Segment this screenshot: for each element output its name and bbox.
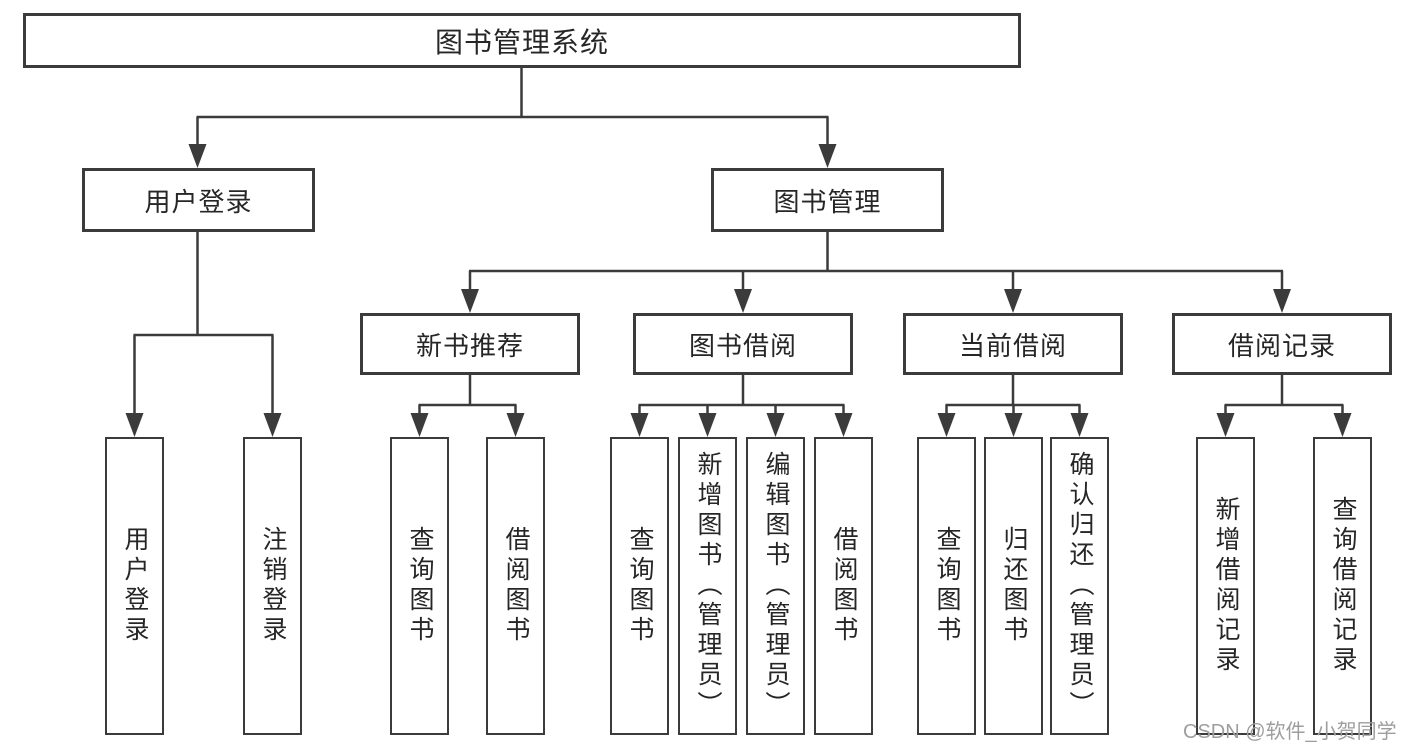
node-leaf-user-login: 用户登录 bbox=[105, 437, 164, 735]
connector-new-books-to-leaves bbox=[410, 375, 525, 437]
node-current-borrow: 当前借阅 bbox=[903, 313, 1123, 375]
node-borrowing: 图书借阅 bbox=[633, 313, 853, 375]
connector-book-mgmt-to-level3 bbox=[461, 232, 1291, 313]
connector-user-login-to-leaves bbox=[125, 232, 282, 437]
node-leaf-current-confirm: 确认归还（管理员） bbox=[1050, 437, 1109, 735]
connector-borrowing-to-leaves bbox=[630, 375, 853, 437]
node-leaf-current-return: 归还图书 bbox=[984, 437, 1043, 735]
node-leaf-borrowing-query: 查询图书 bbox=[610, 437, 669, 735]
node-new-books: 新书推荐 bbox=[360, 313, 580, 375]
node-leaf-current-query: 查询图书 bbox=[917, 437, 976, 735]
connector-current-to-leaves bbox=[937, 375, 1089, 437]
node-user-login: 用户登录 bbox=[82, 168, 315, 232]
connector-root-to-level2 bbox=[188, 68, 837, 168]
node-borrow-records: 借阅记录 bbox=[1172, 313, 1392, 375]
node-leaf-records-query: 查询借阅记录 bbox=[1313, 437, 1372, 735]
node-leaf-newbooks-query: 查询图书 bbox=[390, 437, 449, 735]
node-leaf-logout: 注销登录 bbox=[243, 437, 302, 735]
node-library-system: 图书管理系统 bbox=[23, 13, 1021, 68]
node-leaf-records-add: 新增借阅记录 bbox=[1196, 437, 1255, 735]
connector-records-to-leaves bbox=[1216, 375, 1352, 437]
node-leaf-borrowing-add: 新增图书（管理员） bbox=[678, 437, 737, 735]
csdn-watermark: CSDN @软件_小贺同学 bbox=[1183, 721, 1397, 743]
node-leaf-borrowing-borrow: 借阅图书 bbox=[814, 437, 873, 735]
node-leaf-borrowing-edit: 编辑图书（管理员） bbox=[746, 437, 805, 735]
node-book-mgmt: 图书管理 bbox=[711, 168, 944, 232]
node-leaf-newbooks-borrow: 借阅图书 bbox=[486, 437, 545, 735]
